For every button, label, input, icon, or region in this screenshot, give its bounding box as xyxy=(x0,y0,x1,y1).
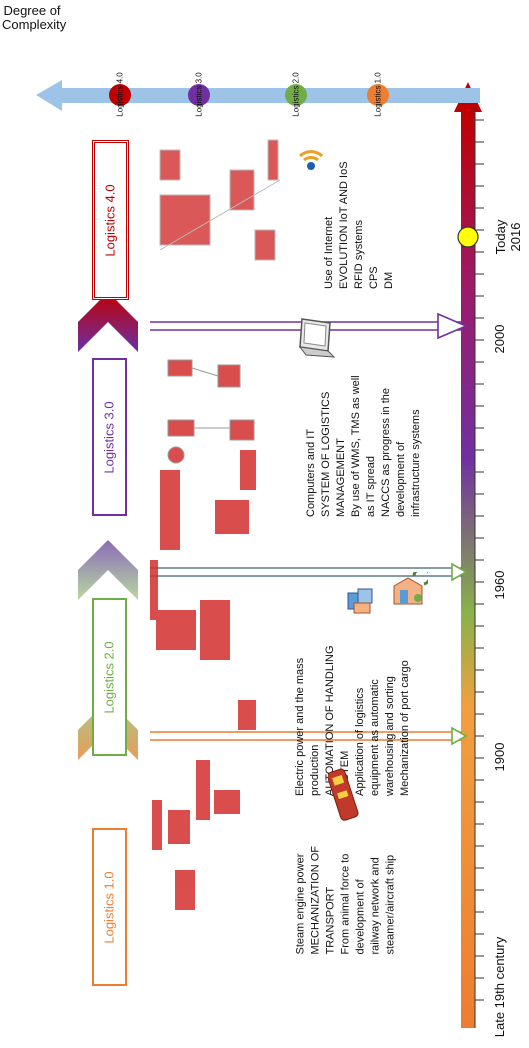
stage1-line-6: railway network and xyxy=(369,857,382,955)
stage3-line-5: as IT spread xyxy=(365,456,377,517)
laptop-icon xyxy=(298,318,336,358)
stage1-line-7: steamer/aircraft ship xyxy=(384,854,397,955)
stage3-illustration xyxy=(167,359,255,464)
stage-title-box-1: Logistics 1.0 xyxy=(92,828,127,986)
stage-title-box-4: Logistics 4.0 xyxy=(92,140,129,300)
stage3-line-6: NACCS as progress in the xyxy=(380,388,392,517)
level-label-1: Logistics 1.0 xyxy=(373,72,383,117)
stage1-line-3: TRANSPORT xyxy=(324,886,337,955)
handling-icon xyxy=(347,588,373,614)
stage-title-4: Logistics 4.0 xyxy=(103,183,119,257)
stage2-line-1: Electric power and the mass xyxy=(294,657,306,796)
stage4-line-3: RFID systems xyxy=(353,219,365,289)
stage2-illustration xyxy=(150,450,256,660)
time-label-today: Today xyxy=(493,219,508,255)
stage4-line-4: CPS xyxy=(368,266,380,289)
time-label-1960: 1960 xyxy=(492,570,507,600)
stage-title-1: Logistics 1.0 xyxy=(102,870,118,944)
level-label-2: Logistics 2.0 xyxy=(291,72,301,117)
stage2-line-8: Mechanization of port cargo xyxy=(399,660,411,796)
complexity-arrow xyxy=(36,80,480,111)
level-dot-4 xyxy=(109,84,131,106)
stage3-line-2: SYSTEM OF LOGISTICS xyxy=(320,391,332,517)
level-dot-2 xyxy=(285,84,307,106)
time-label-late-19th: Late 19th century xyxy=(492,936,507,1038)
level-label-3: Logistics 3.0 xyxy=(194,72,204,117)
stage-desc-3: Computers and IT SYSTEM OF LOGISTICS MAN… xyxy=(304,357,424,517)
stage3-line-8: infrastructure systems xyxy=(410,409,422,517)
stage1-line-1: Steam engine power xyxy=(294,853,307,955)
warehouse-icon xyxy=(393,572,428,605)
chevron-3 xyxy=(78,292,138,352)
time-axis-bar xyxy=(461,108,475,1028)
stage-desc-4: Use of Internet EVOLUTION IoT AND IoS RF… xyxy=(322,159,400,289)
stage4-line-1: Use of Internet xyxy=(323,216,335,289)
chevron-2 xyxy=(78,540,138,600)
stage-desc-1: Steam engine power MECHANIZATION OF TRAN… xyxy=(294,805,399,955)
stage1-line-5: development of xyxy=(354,879,367,955)
y-axis-label: Degree of Complexity xyxy=(2,3,67,32)
stage-title-3: Logistics 3.0 xyxy=(102,400,118,474)
stage3-line-3: MANAGEMENT xyxy=(335,438,347,517)
level-dot-1 xyxy=(367,84,389,106)
train-icon xyxy=(328,768,359,821)
stage-connectors xyxy=(150,312,469,746)
wifi-icon xyxy=(298,150,324,170)
y-axis-label-line2: Complexity xyxy=(2,17,67,32)
time-label-2016: 2016 xyxy=(508,222,523,252)
stage3-line-4: By use of WMS, TMS as well xyxy=(350,375,362,517)
stage4-illustration xyxy=(159,139,281,261)
today-marker xyxy=(457,226,479,248)
stage1-line-2: MECHANIZATION OF xyxy=(309,845,322,955)
stage2-line-2: production xyxy=(309,744,321,796)
stage3-line-1: Computers and IT xyxy=(305,428,317,517)
time-label-1900: 1900 xyxy=(492,742,507,772)
stage2-line-6: equipment as automatic xyxy=(369,679,381,796)
stage4-line-5: DM xyxy=(383,271,395,289)
stage-title-box-3: Logistics 3.0 xyxy=(92,358,127,516)
stage-title-box-2: Logistics 2.0 xyxy=(92,598,127,756)
stage1-illustration xyxy=(152,700,256,910)
stage1-line-4: From animal force to xyxy=(339,853,352,955)
stage-title-2: Logistics 2.0 xyxy=(102,640,118,714)
time-axis-minor-ticks xyxy=(475,119,484,1001)
stage3-line-7: development of xyxy=(395,441,407,517)
stage4-line-2: EVOLUTION IoT AND IoS xyxy=(338,161,350,289)
level-dot-3 xyxy=(188,84,210,106)
stage2-line-7: warehousing and sorting xyxy=(384,676,396,796)
y-axis-label-line1: Degree of xyxy=(3,3,61,18)
time-label-2000: 2000 xyxy=(492,324,507,354)
level-label-4: Logistics 4.0 xyxy=(115,72,125,117)
